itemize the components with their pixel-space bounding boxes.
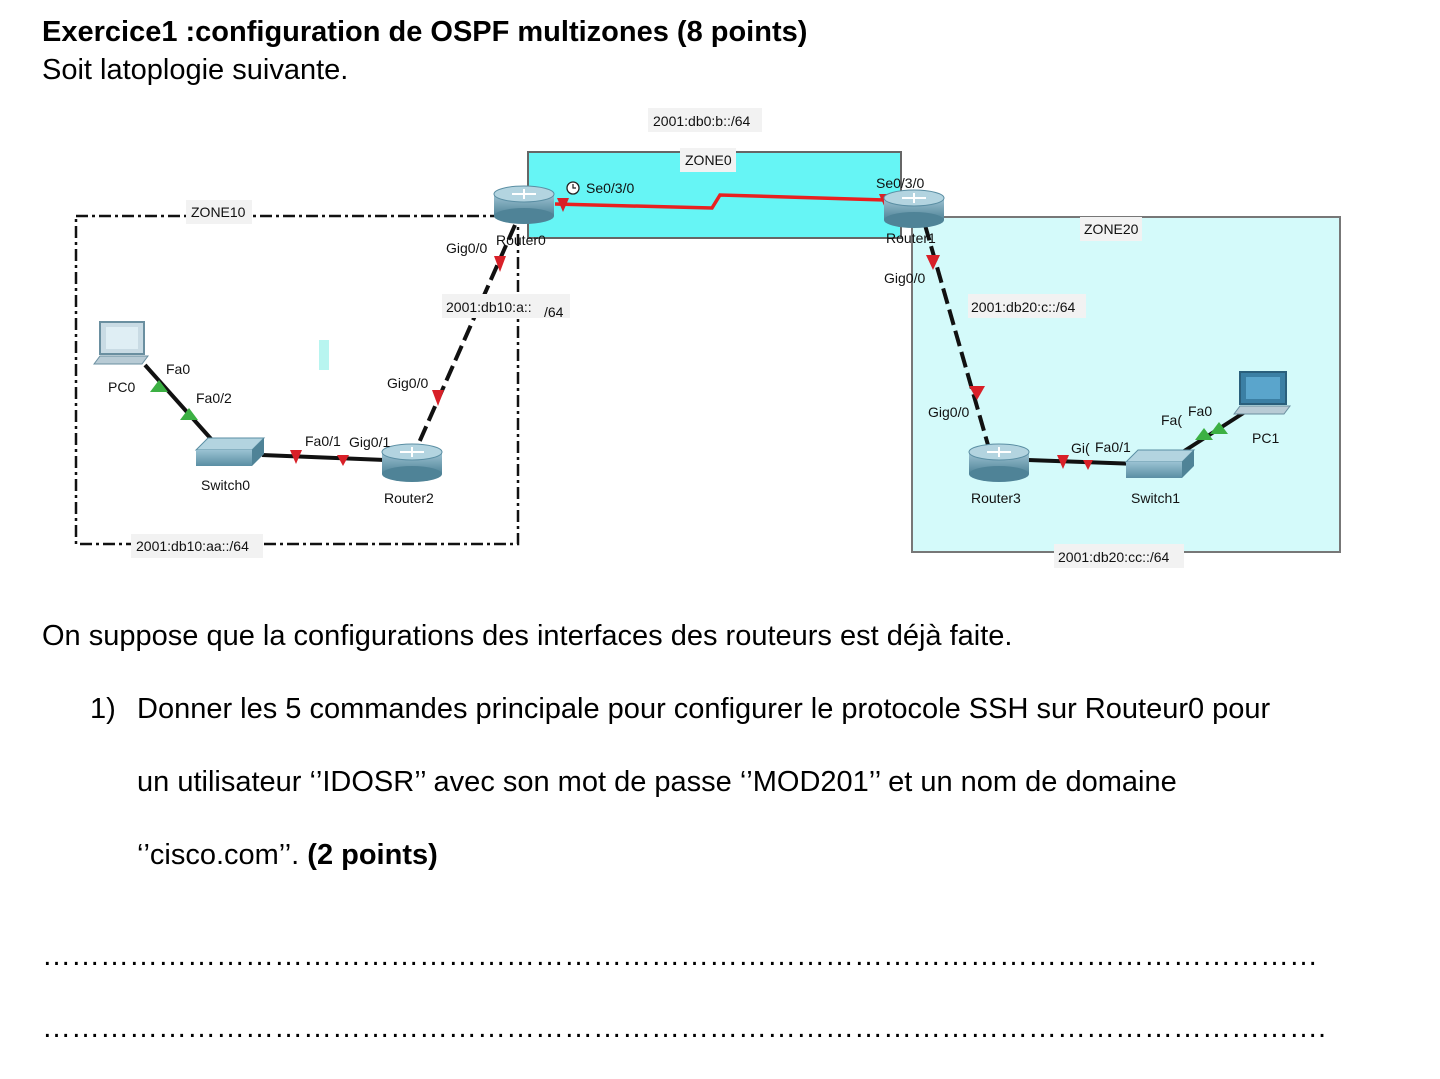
link-router3-switch1 — [1027, 458, 1139, 466]
router3-gig0-label: Gig0/0 — [928, 404, 969, 420]
pc1-icon[interactable] — [1233, 371, 1291, 415]
network-topology-diagram: 2001:db0:b::/64 ZONE0 ZONE10 ZONE20 Se0/… — [74, 108, 1341, 568]
switch1-fa1-label: Fa0/1 — [1095, 439, 1131, 455]
intro-text: On suppose que la configurations des int… — [42, 620, 1013, 652]
pc0-fa-label: Fa0 — [166, 361, 190, 377]
pc0-label: PC0 — [108, 379, 135, 395]
link-state-markers — [150, 194, 1228, 470]
router0-gig-label: Gig0/0 — [446, 240, 487, 256]
answer-line-2[interactable]: …………………………………………………………………………………………………………… — [42, 1012, 1327, 1044]
router3-gig1-label: Gi( — [1071, 440, 1090, 456]
zone10-boundary — [74, 214, 520, 546]
router3-label: Router3 — [971, 490, 1021, 506]
zone10-label: ZONE10 — [191, 204, 246, 220]
network-c-label: 2001:db20:c::/64 — [971, 299, 1076, 315]
cyan-marker — [319, 340, 329, 370]
router1-label: Router1 — [886, 230, 936, 246]
router2-gig0-label: Gig0/0 — [387, 375, 428, 391]
question-line-2: un utilisateur ‘’IDOSR’’ avec son mot de… — [137, 766, 1177, 798]
switch1-icon[interactable] — [1124, 449, 1196, 478]
network-b-label: 2001:db0:b::/64 — [653, 113, 751, 129]
router2-gig1-label: Gig0/1 — [349, 434, 390, 450]
question-number: 1) — [90, 693, 116, 725]
switch0-fa2-label: Fa0/2 — [196, 390, 232, 406]
router1-icon[interactable] — [883, 189, 945, 228]
clock-icon — [566, 181, 580, 195]
switch0-icon[interactable] — [194, 437, 266, 466]
pc1-label: PC1 — [1252, 430, 1279, 446]
switch0-label: Switch0 — [201, 477, 250, 493]
answer-line-1[interactable]: …………………………………………………………………………………………………………… — [42, 940, 1318, 972]
question-line-1: Donner les 5 commandes principale pour c… — [137, 693, 1271, 725]
router0-se-label: Se0/3/0 — [586, 180, 634, 196]
question-points: (2 points) — [307, 839, 438, 871]
link-router0-router2 — [416, 224, 517, 446]
exercise-subtitle: Soit latoplogie suivante. — [42, 54, 349, 86]
router0-icon[interactable] — [493, 185, 555, 224]
label-backgrounds — [131, 108, 1184, 568]
router0-label: Router0 — [496, 232, 546, 248]
link-router1-router3 — [923, 224, 990, 446]
network-cc-label: 2001:db20:cc::/64 — [1058, 549, 1170, 565]
exercise-title: Exercice1 :configuration de OSPF multizo… — [42, 16, 808, 48]
question-line-3-text: ‘’cisco.com’’. — [137, 839, 308, 871]
switch1-fa-label: Fa( — [1161, 412, 1182, 428]
pc0-icon[interactable] — [93, 321, 149, 365]
zone20-label: ZONE20 — [1084, 221, 1139, 237]
router1-se-label: Se0/3/0 — [876, 175, 924, 191]
zone0-label: ZONE0 — [685, 152, 732, 168]
network-a-label: 2001:db10:a:: — [446, 299, 532, 315]
link-pc0-switch0 — [143, 363, 214, 442]
serial-link — [554, 193, 886, 210]
router1-gig-label: Gig0/0 — [884, 270, 925, 286]
router2-icon[interactable] — [381, 443, 443, 482]
router3-icon[interactable] — [968, 443, 1030, 482]
network-aa-label: 2001:db10:aa::/64 — [136, 538, 249, 554]
question-line-3: ‘’cisco.com’’. (2 points) — [137, 839, 438, 872]
router2-label: Router2 — [384, 490, 434, 506]
pc1-fa-label: Fa0 — [1188, 403, 1212, 419]
switch0-fa1-label: Fa0/1 — [305, 433, 341, 449]
link-switch0-router2 — [261, 453, 385, 462]
switch1-label: Switch1 — [1131, 490, 1180, 506]
network-a-mask: /64 — [544, 304, 564, 320]
